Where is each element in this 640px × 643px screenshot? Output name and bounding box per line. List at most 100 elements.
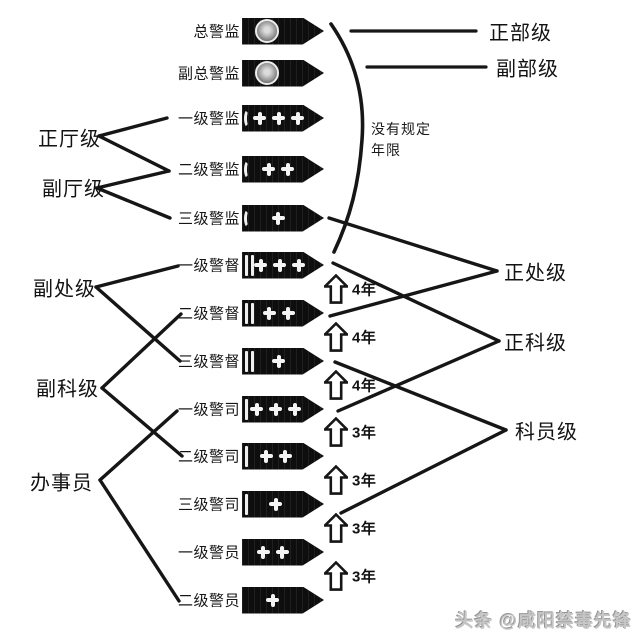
level-label-left: 正厅级 (38, 128, 101, 151)
level-label-right: 正处级 (504, 262, 567, 285)
flower-row (254, 258, 305, 272)
flower-emblem (262, 306, 276, 320)
flower-row (253, 111, 304, 125)
promotion-arrow (324, 465, 348, 495)
promotion-years-label: 4年 (352, 377, 377, 395)
flower-emblem (291, 111, 304, 125)
level-connector (333, 360, 508, 432)
epaulette (242, 586, 324, 614)
up-arrow-icon (324, 513, 348, 543)
note-line-1: 没有规定 (371, 121, 431, 137)
epaulette (242, 251, 324, 279)
level-connector (95, 169, 171, 190)
flower-row (248, 449, 303, 463)
up-arrow-shape (324, 370, 348, 400)
level-label-right: 科员级 (515, 421, 578, 444)
level-label-left: 副厅级 (42, 178, 105, 201)
promotion-years-label: 3年 (352, 520, 377, 538)
up-arrow-icon (324, 274, 348, 304)
rank-label: 二级警督 (177, 305, 240, 323)
flower-row (248, 402, 303, 416)
level-label-left: 副科级 (36, 378, 99, 401)
rank-label: 三级警监 (177, 210, 240, 228)
epaulette (242, 299, 324, 327)
no-time-limit-brace (329, 22, 365, 254)
rank-label: 一级警司 (177, 401, 240, 419)
up-arrow-shape (324, 417, 348, 447)
flower-row (248, 497, 303, 511)
level-label-left: 办事员 (30, 472, 93, 495)
up-arrow-icon (324, 561, 348, 591)
level-connector (97, 134, 171, 173)
epaulette (242, 17, 324, 45)
promotion-arrow (324, 417, 348, 447)
level-connector (97, 116, 169, 138)
flower-emblem (272, 111, 285, 125)
flower-row (253, 211, 303, 225)
rank-label: 总警监 (193, 23, 240, 41)
up-arrow-icon (324, 417, 348, 447)
flower-emblem (269, 497, 282, 511)
chevron-mark (244, 108, 253, 128)
rank-label: 一级警员 (177, 544, 240, 562)
level-label-right: 正部级 (489, 22, 552, 45)
epaulette (242, 490, 324, 518)
level-connector (95, 186, 172, 220)
epaulette (242, 347, 324, 375)
chevron-mark (244, 159, 253, 179)
flower-emblem (281, 306, 295, 320)
rank-bar (251, 254, 254, 276)
level-connector (327, 216, 499, 273)
flower-emblem (273, 258, 286, 272)
flower-emblem (256, 545, 270, 559)
flower-emblem (275, 545, 289, 559)
epaulette (242, 538, 324, 566)
level-label-left: 副处级 (33, 278, 96, 301)
up-arrow-shape (324, 274, 348, 304)
rank-label: 一级警监 (177, 110, 240, 128)
rank-bar (245, 350, 248, 372)
wreath-emblem (255, 61, 279, 85)
flower-emblem (288, 402, 301, 416)
rank-label: 二级警监 (177, 161, 240, 179)
flower-emblem (266, 593, 279, 607)
promotion-arrow (324, 370, 348, 400)
up-arrow-shape (324, 465, 348, 495)
rank-label: 二级警员 (177, 592, 240, 610)
up-arrow-shape (324, 513, 348, 543)
note-line-2: 年限 (371, 142, 401, 158)
promotion-arrow (324, 322, 348, 352)
epaulette (242, 104, 324, 132)
flower-emblem (272, 354, 285, 368)
up-arrow-icon (324, 465, 348, 495)
watermark: 头条 @咸阳禁毒先锋 (455, 611, 632, 631)
flower-row (254, 354, 303, 368)
up-arrow-shape (324, 322, 348, 352)
level-connector (94, 264, 180, 289)
flower-row (253, 162, 303, 176)
flower-emblem (292, 258, 305, 272)
up-arrow-icon (324, 370, 348, 400)
rank-bar (245, 445, 248, 467)
flower-emblem (269, 402, 282, 416)
epaulette (242, 155, 324, 183)
promotion-years-label: 3年 (352, 568, 377, 586)
promotion-years-label: 3年 (352, 472, 377, 490)
level-connector (100, 312, 183, 390)
flower-emblem (253, 111, 266, 125)
flower-emblem (250, 402, 263, 416)
promotion-years-label: 3年 (352, 424, 377, 442)
level-connector (100, 386, 184, 458)
no-time-limit-note: 没有规定 年限 (371, 119, 431, 161)
up-arrow-shape (324, 561, 348, 591)
rank-bar (251, 302, 254, 324)
flower-emblem (271, 211, 285, 225)
epaulette (242, 442, 324, 470)
rank-bar (245, 493, 248, 515)
flower-emblem (281, 162, 294, 176)
chevron-mark (244, 208, 253, 228)
rank-label: 三级警督 (177, 353, 240, 371)
level-label-right: 正科级 (504, 332, 567, 355)
